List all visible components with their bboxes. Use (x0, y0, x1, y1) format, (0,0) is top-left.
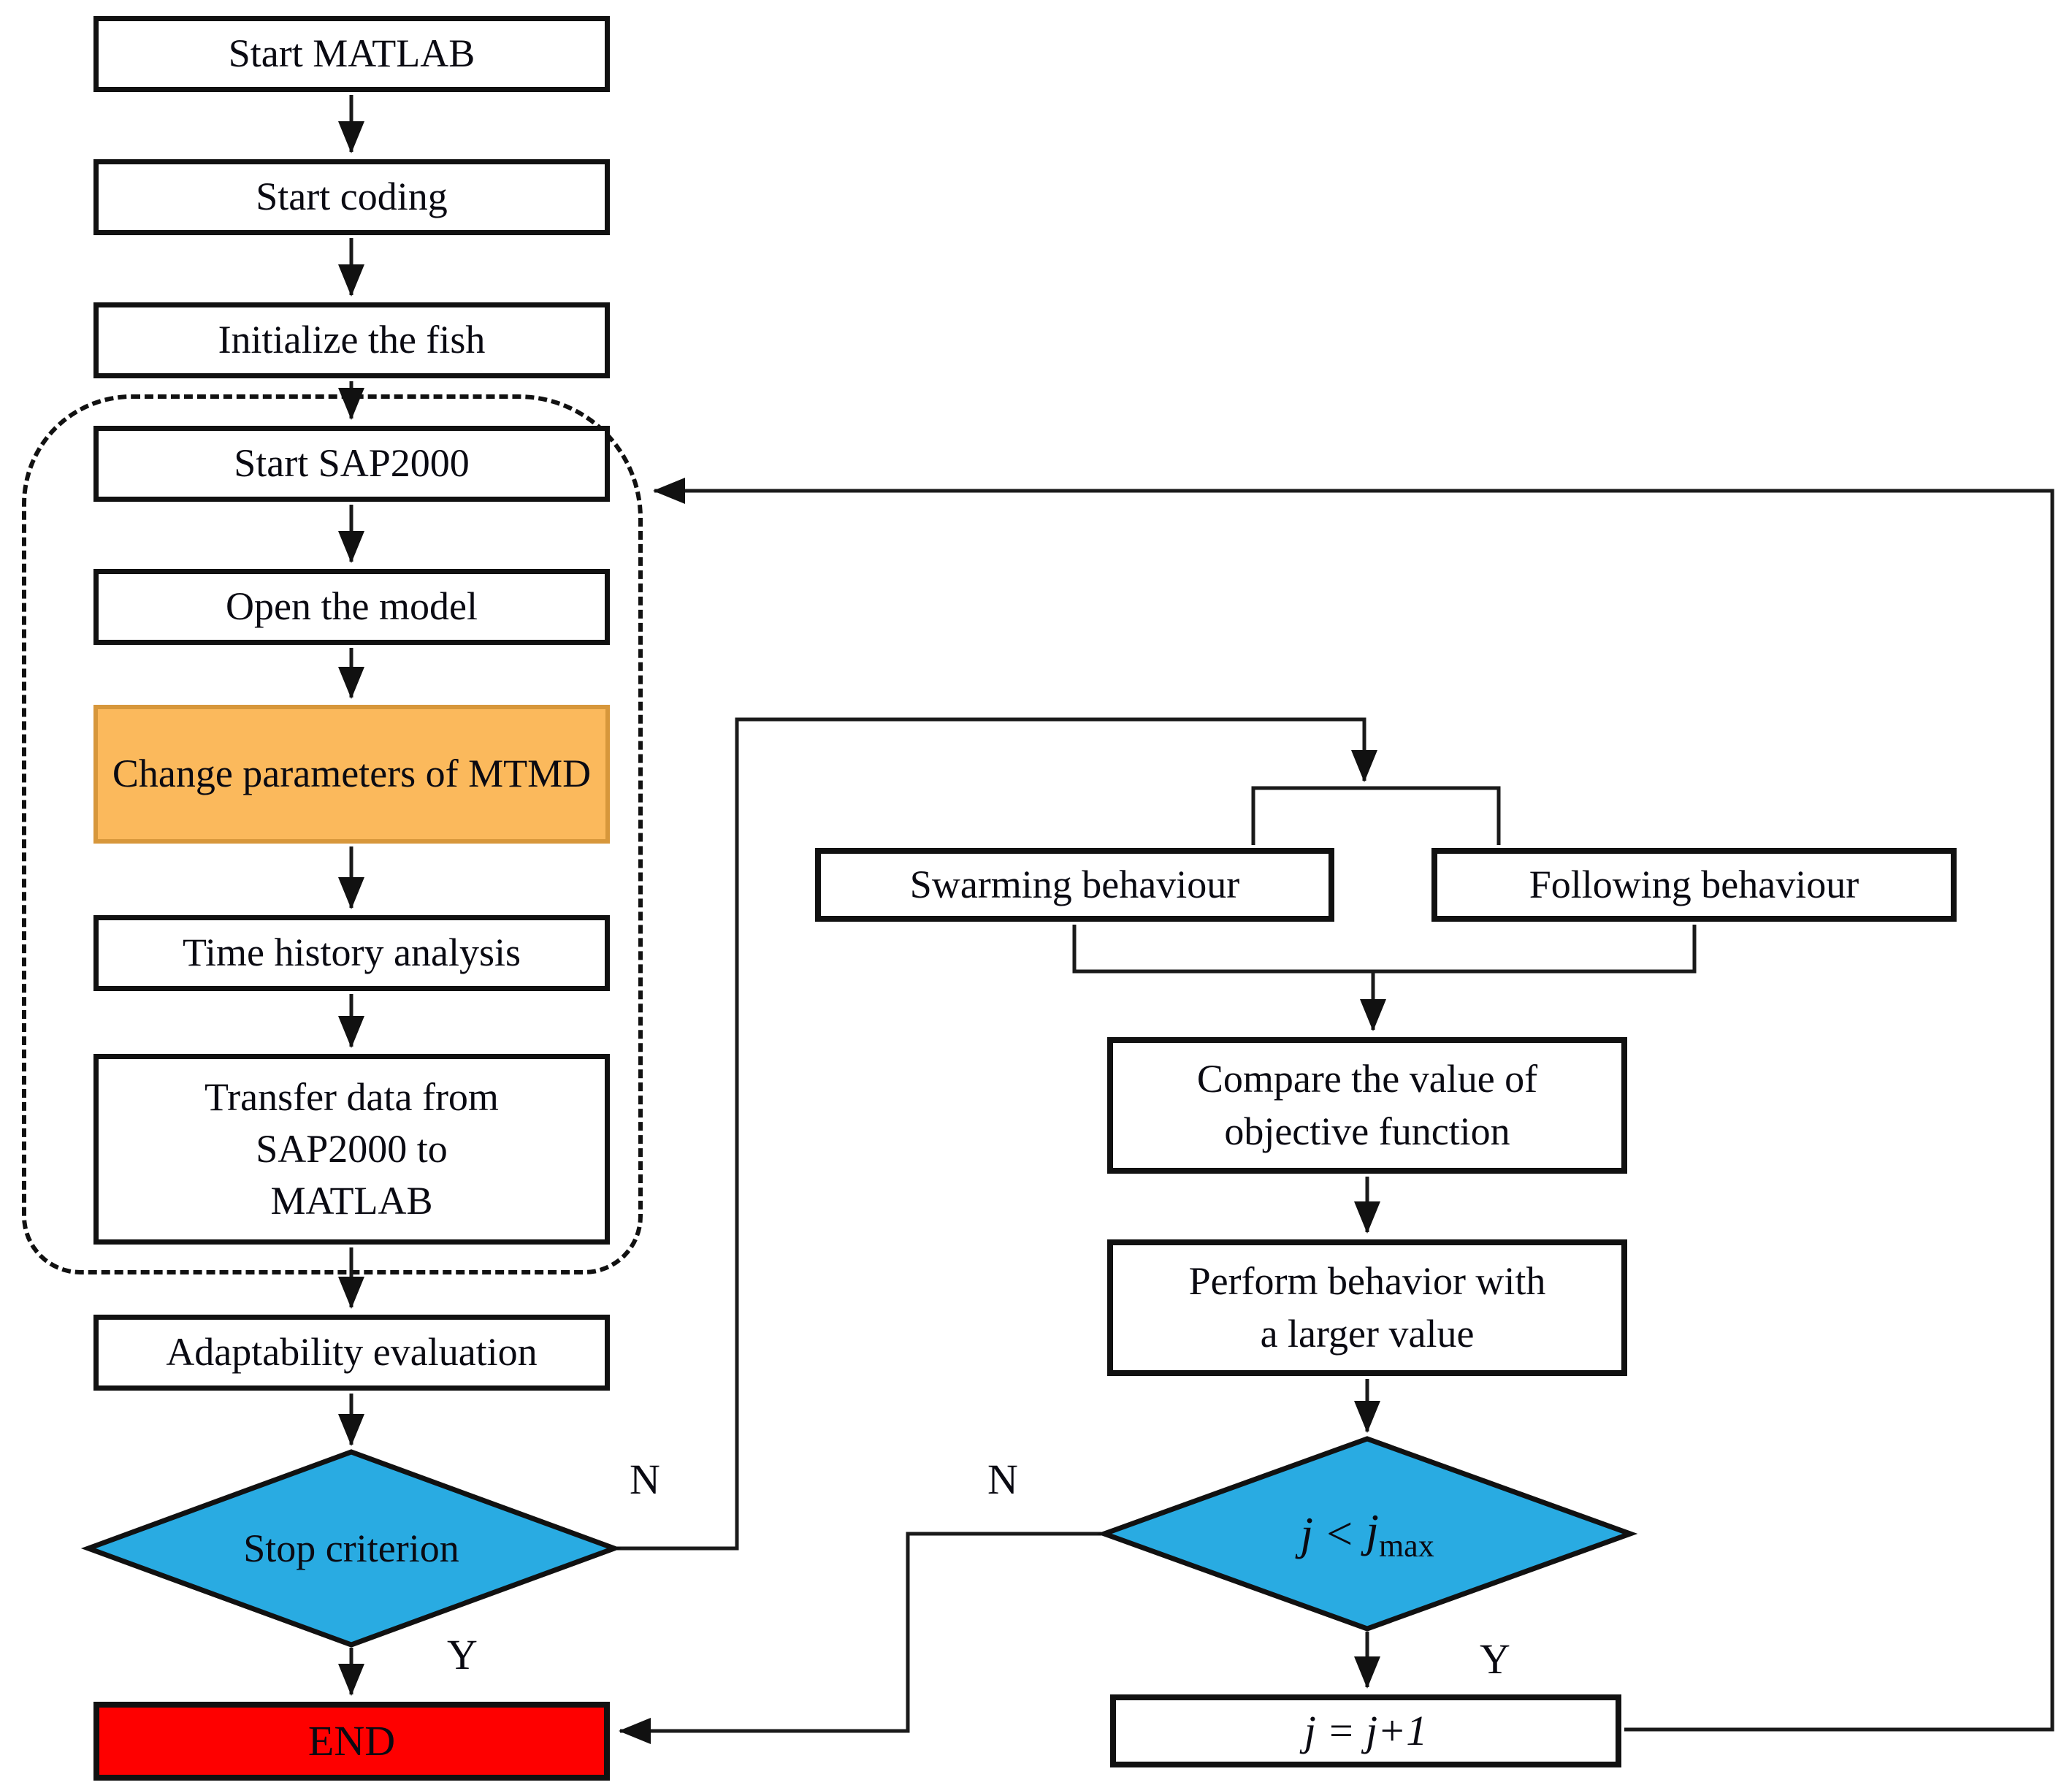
j-condition-rhs: jmax (1366, 1504, 1434, 1564)
edge-jcondition-no-path (619, 1532, 1101, 1744)
sap2000-group-frame (22, 394, 643, 1274)
node-end: END (93, 1702, 610, 1781)
node-label: Initialize the fish (218, 318, 486, 362)
node-label: END (307, 1716, 396, 1765)
node-adaptability: Adaptability evaluation (93, 1315, 610, 1391)
jmax-no-label: N (987, 1456, 1018, 1503)
node-open-model: Open the model (93, 569, 610, 645)
node-label: Start MATLAB (228, 31, 475, 76)
j-condition-op: < (1326, 1507, 1353, 1559)
j-condition-rhs-base: j (1366, 1504, 1379, 1556)
node-following-behaviour: Following behaviour (1431, 848, 1957, 922)
node-change-parameters: Change parameters of MTMD (93, 705, 610, 844)
stop-no-label: N (630, 1456, 660, 1503)
j-condition-rhs-sub: max (1378, 1527, 1434, 1564)
edge-stop-no-path (617, 717, 1377, 1551)
edge-behaviour-split (1251, 786, 1501, 845)
stop-criterion-diamond (80, 1449, 622, 1648)
node-label: Compare the value of objective function (1196, 1057, 1538, 1153)
edge-feedback-loop (653, 478, 2054, 1732)
stop-yes-label: Y (447, 1631, 478, 1678)
node-label: Transfer data from SAP2000 to MATLAB (204, 1074, 499, 1223)
j-condition-diamond (1096, 1436, 1638, 1632)
node-perform-behavior: Perform behavior with a larger value (1107, 1239, 1627, 1376)
node-initialize-fish: Initialize the fish (93, 302, 610, 378)
j-condition-lhs: j (1300, 1507, 1314, 1559)
node-swarming-behaviour: Swarming behaviour (815, 848, 1334, 922)
node-j-increment: j = j+1 (1110, 1694, 1621, 1767)
node-label: Perform behavior with a larger value (1188, 1259, 1546, 1356)
node-label: Change parameters of MTMD (112, 752, 592, 796)
node-label: Time history analysis (182, 930, 521, 975)
edge-behaviour-merge (1072, 925, 1697, 974)
node-start-sap2000: Start SAP2000 (93, 426, 610, 502)
node-label: Adaptability evaluation (166, 1330, 538, 1375)
node-label: Start SAP2000 (234, 441, 470, 486)
stop-criterion-label: Stop criterion (147, 1509, 556, 1588)
jmax-yes-label: Y (1480, 1635, 1510, 1683)
node-start-matlab: Start MATLAB (93, 16, 610, 92)
node-label: j = j+1 (1304, 1706, 1428, 1754)
node-label: Open the model (226, 584, 478, 629)
node-compare-objective: Compare the value of objective function (1107, 1037, 1627, 1174)
node-time-history: Time history analysis (93, 915, 610, 991)
j-condition-label: j < jmax (1148, 1488, 1586, 1579)
node-label: Stop criterion (243, 1526, 459, 1570)
node-label: Following behaviour (1529, 862, 1859, 906)
node-label: Swarming behaviour (909, 862, 1240, 906)
node-label: Start coding (256, 175, 448, 219)
node-start-coding: Start coding (93, 159, 610, 235)
node-transfer-data: Transfer data from SAP2000 to MATLAB (93, 1054, 610, 1245)
